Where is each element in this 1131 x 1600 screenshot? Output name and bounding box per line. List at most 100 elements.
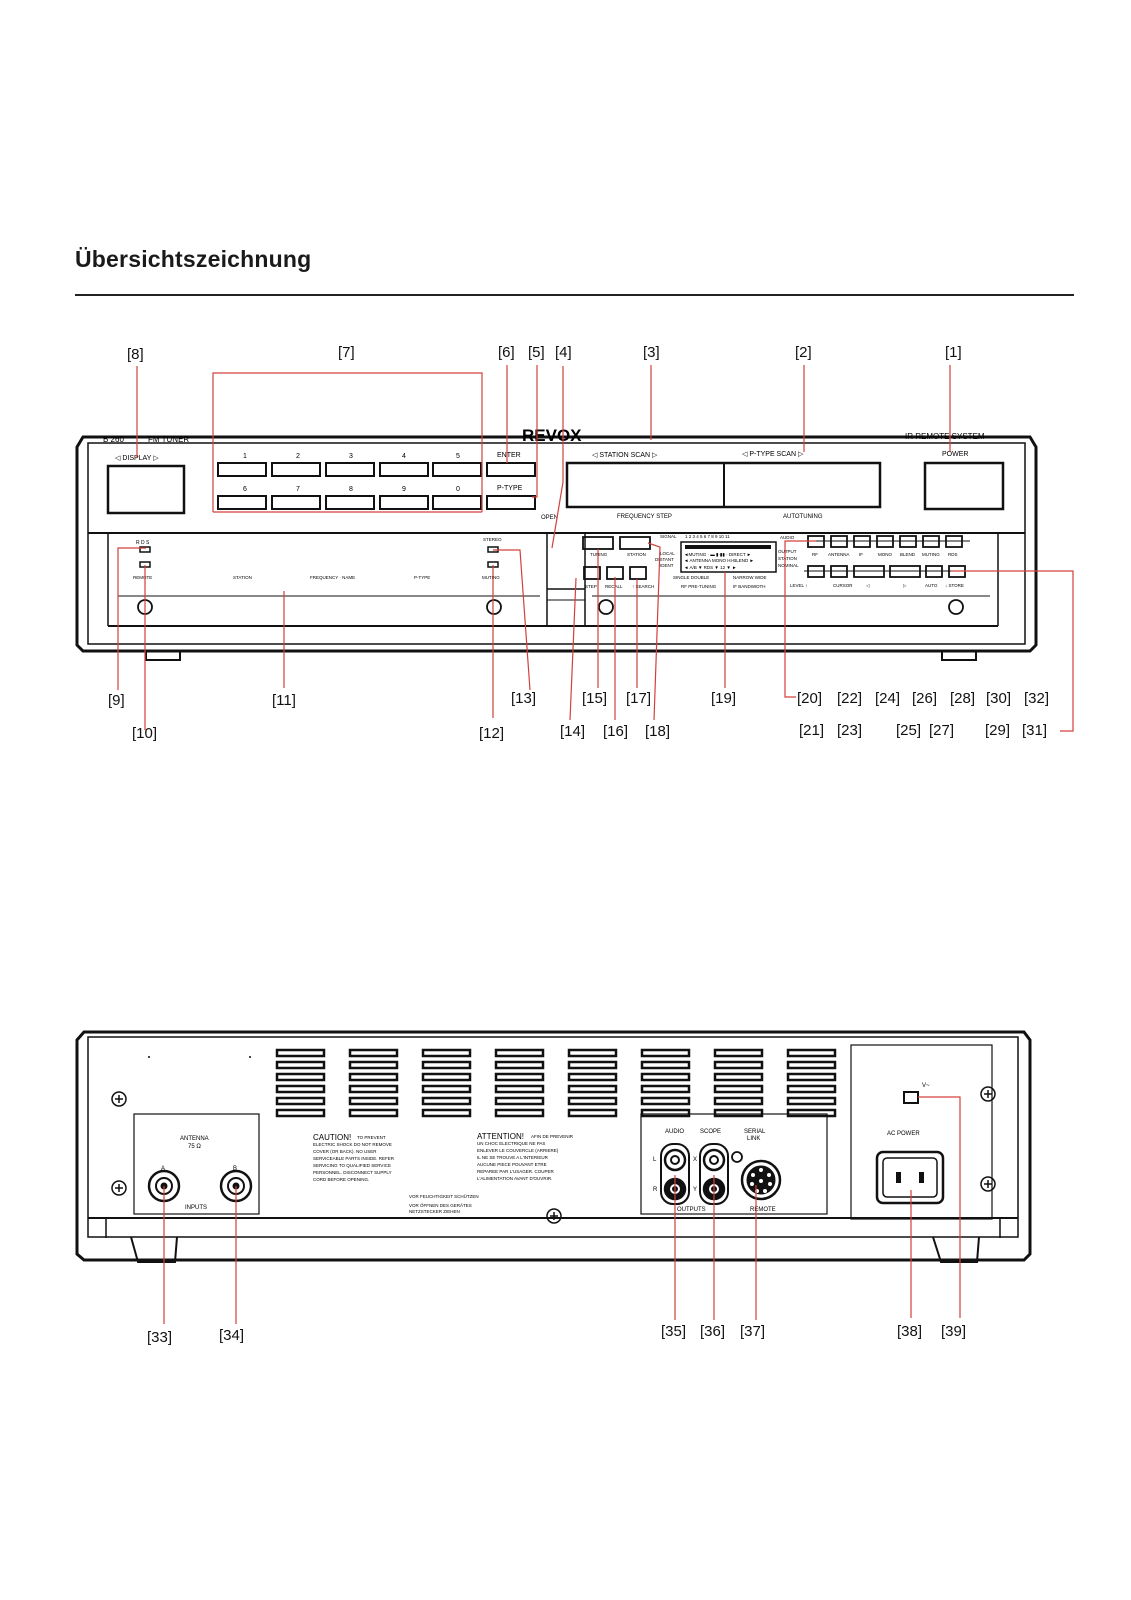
station-button[interactable] bbox=[619, 536, 651, 550]
preset-button-3[interactable] bbox=[325, 462, 375, 477]
if-bandwidth-label: IF BANDWIDTH bbox=[733, 584, 766, 589]
svg-text:7: 7 bbox=[296, 486, 300, 493]
right-panel-knob[interactable] bbox=[948, 599, 964, 615]
rds-label: R D S bbox=[136, 540, 150, 546]
preset-button-7[interactable] bbox=[271, 495, 321, 510]
bottom-button-labels: LEVEL ↑ CURSOR ◁ ▷ AUTO ↓ STORE bbox=[790, 583, 964, 588]
muting-label: MUTING bbox=[482, 575, 500, 580]
preset-button-4[interactable] bbox=[379, 462, 429, 477]
preset-button-8[interactable] bbox=[325, 495, 375, 510]
svg-text:4: 4 bbox=[402, 453, 406, 460]
station-small-label: STATION bbox=[233, 575, 252, 580]
callout-1: [1] bbox=[945, 344, 962, 361]
nominal-label: NOMINAL bbox=[778, 563, 799, 568]
svg-text:2: 2 bbox=[296, 453, 300, 460]
callout-12: [12] bbox=[479, 725, 504, 742]
callout-26: [26] bbox=[912, 690, 937, 707]
callout-30: [30] bbox=[986, 690, 1011, 707]
ident-label: IDENT bbox=[660, 563, 674, 568]
callout-29: [29] bbox=[985, 722, 1010, 739]
preset-button-1[interactable] bbox=[217, 462, 267, 477]
callout-23: [23] bbox=[837, 722, 862, 739]
search-label: ↑ SEARCH bbox=[632, 584, 654, 589]
signal-display bbox=[680, 541, 777, 573]
callout-15: [15] bbox=[582, 690, 607, 707]
display-line-3: ◄ A/B ▼ RDS ▼ 12 ▼ ► bbox=[684, 565, 737, 570]
ptype-button[interactable] bbox=[486, 495, 536, 510]
audio-small-label: AUDIO bbox=[780, 535, 795, 540]
brand-logo: REVOX bbox=[522, 426, 582, 445]
power-button[interactable] bbox=[923, 461, 1005, 511]
right-flap-knob[interactable] bbox=[486, 599, 502, 615]
signal-bar bbox=[685, 545, 771, 549]
callout-18: [18] bbox=[645, 723, 670, 740]
callout-4: [4] bbox=[555, 344, 572, 361]
callout-19: [19] bbox=[711, 690, 736, 707]
enter-button[interactable] bbox=[486, 462, 536, 477]
callout-9: [9] bbox=[108, 692, 125, 709]
station-scan-label: ◁ STATION SCAN ▷ bbox=[592, 452, 658, 459]
distant-label: DISTANT bbox=[655, 557, 674, 562]
preset-button-2[interactable] bbox=[271, 462, 321, 477]
display-label: ◁ DISPLAY ▷ bbox=[115, 455, 159, 462]
search-button[interactable] bbox=[629, 566, 647, 580]
tuning-button[interactable] bbox=[582, 536, 614, 550]
ir-remote-label: IR REMOTE SYSTEM bbox=[905, 432, 985, 441]
tuning-label: TUNING bbox=[590, 552, 608, 557]
svg-text:BLEND: BLEND bbox=[900, 552, 916, 557]
power-label: POWER bbox=[942, 451, 968, 458]
rds-led bbox=[139, 546, 151, 553]
svg-text:MONO: MONO bbox=[878, 552, 892, 557]
ptype-label: P-TYPE bbox=[497, 485, 523, 492]
stereo-label: STEREO bbox=[483, 537, 502, 542]
preset-buttons[interactable] bbox=[217, 462, 536, 510]
svg-text:9: 9 bbox=[402, 486, 406, 493]
svg-text:5: 5 bbox=[456, 453, 460, 460]
front-leader-lines bbox=[117, 365, 1074, 732]
display-line-2: ◄ ANTENNA MONO HI-BLEND ► bbox=[684, 558, 754, 563]
callout-14: [14] bbox=[560, 723, 585, 740]
callout-31: [31] bbox=[1022, 722, 1047, 739]
svg-text:CURSOR: CURSOR bbox=[833, 583, 853, 588]
callout-6: [6] bbox=[498, 344, 515, 361]
callout-5: [5] bbox=[528, 344, 545, 361]
signal-label: SIGNAL bbox=[660, 534, 677, 539]
callout-21: [21] bbox=[799, 722, 824, 739]
display-line-1: ◄MUTING · ▬ ▮·▮▮ · DIRECT ► bbox=[684, 552, 751, 557]
frequency-step-label: FREQUENCY STEP bbox=[617, 514, 672, 520]
station-button-label: STATION bbox=[627, 552, 646, 557]
svg-text:AUTO: AUTO bbox=[925, 583, 938, 588]
callout-3: [3] bbox=[643, 344, 660, 361]
callout-24: [24] bbox=[875, 690, 900, 707]
callout-16: [16] bbox=[603, 723, 628, 740]
front-callouts: [1] [2] [3] [4] [5] [6] [7] [8] [9] [10]… bbox=[108, 344, 1049, 742]
preset-button-5[interactable] bbox=[432, 462, 482, 477]
svg-text:6: 6 bbox=[243, 486, 247, 493]
model-label: B 260 bbox=[103, 435, 124, 444]
open-label: OPEN bbox=[541, 515, 558, 521]
preset-button-0[interactable] bbox=[432, 495, 482, 510]
title-rule bbox=[75, 294, 1074, 296]
callout-8: [8] bbox=[127, 346, 144, 363]
preset-button-6[interactable] bbox=[217, 495, 267, 510]
frequency-name-label: FREQUENCY · NAME bbox=[310, 575, 355, 580]
preset-numbers-row1: 1 2 3 4 5 bbox=[243, 453, 460, 460]
svg-text:IF: IF bbox=[859, 552, 863, 557]
remote-label: REMOTE bbox=[133, 575, 152, 580]
front-chassis bbox=[75, 435, 1038, 661]
step-button[interactable] bbox=[583, 566, 601, 580]
callout-13: [13] bbox=[511, 690, 536, 707]
step-label: STEP bbox=[585, 584, 597, 589]
svg-text:◁: ◁ bbox=[866, 583, 870, 588]
single-double-label: SINGLE DOUBLE bbox=[673, 575, 709, 580]
preset-button-9[interactable] bbox=[379, 495, 429, 510]
center-flap-knob[interactable] bbox=[598, 599, 614, 615]
enter-label: ENTER bbox=[497, 452, 521, 459]
svg-text:MUTING: MUTING bbox=[922, 552, 940, 557]
top-button-labels: RF ANTENNA IF MONO BLEND MUTING RDS bbox=[812, 552, 958, 557]
preset-numbers-row2: 6 7 8 9 0 bbox=[243, 486, 460, 493]
page-title: Übersichtszeichnung bbox=[75, 246, 312, 272]
callout-11: [11] bbox=[272, 692, 296, 709]
signal-scale: 1 2 3 4 5 6 7 8 9 10 11 bbox=[685, 534, 730, 539]
